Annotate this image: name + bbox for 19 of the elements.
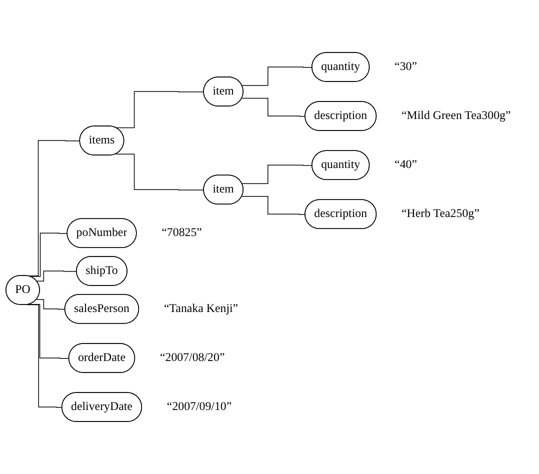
- connector: [242, 164, 313, 184]
- connector: [36, 299, 66, 310]
- connector: [36, 270, 78, 282]
- connector: [30, 232, 68, 277]
- connector: [242, 98, 306, 117]
- connector: [28, 304, 70, 359]
- node-label: “Tanaka Kenji”: [164, 302, 238, 315]
- connector: [115, 154, 204, 190]
- node-label: “40”: [394, 158, 418, 172]
- connector: [242, 66, 313, 86]
- node-label: “2007/09/10”: [166, 400, 232, 413]
- node-label: “2007/08/20”: [160, 351, 225, 364]
- node-label: “30”: [394, 60, 418, 73]
- connector: [115, 91, 204, 128]
- node-label: “Herb Tea250g”: [401, 207, 480, 220]
- connector: [242, 196, 306, 215]
- node-label: “70825”: [162, 226, 202, 240]
- node-label: “Mild Green Tea300g”: [401, 109, 511, 122]
- connector: [26, 304, 63, 408]
